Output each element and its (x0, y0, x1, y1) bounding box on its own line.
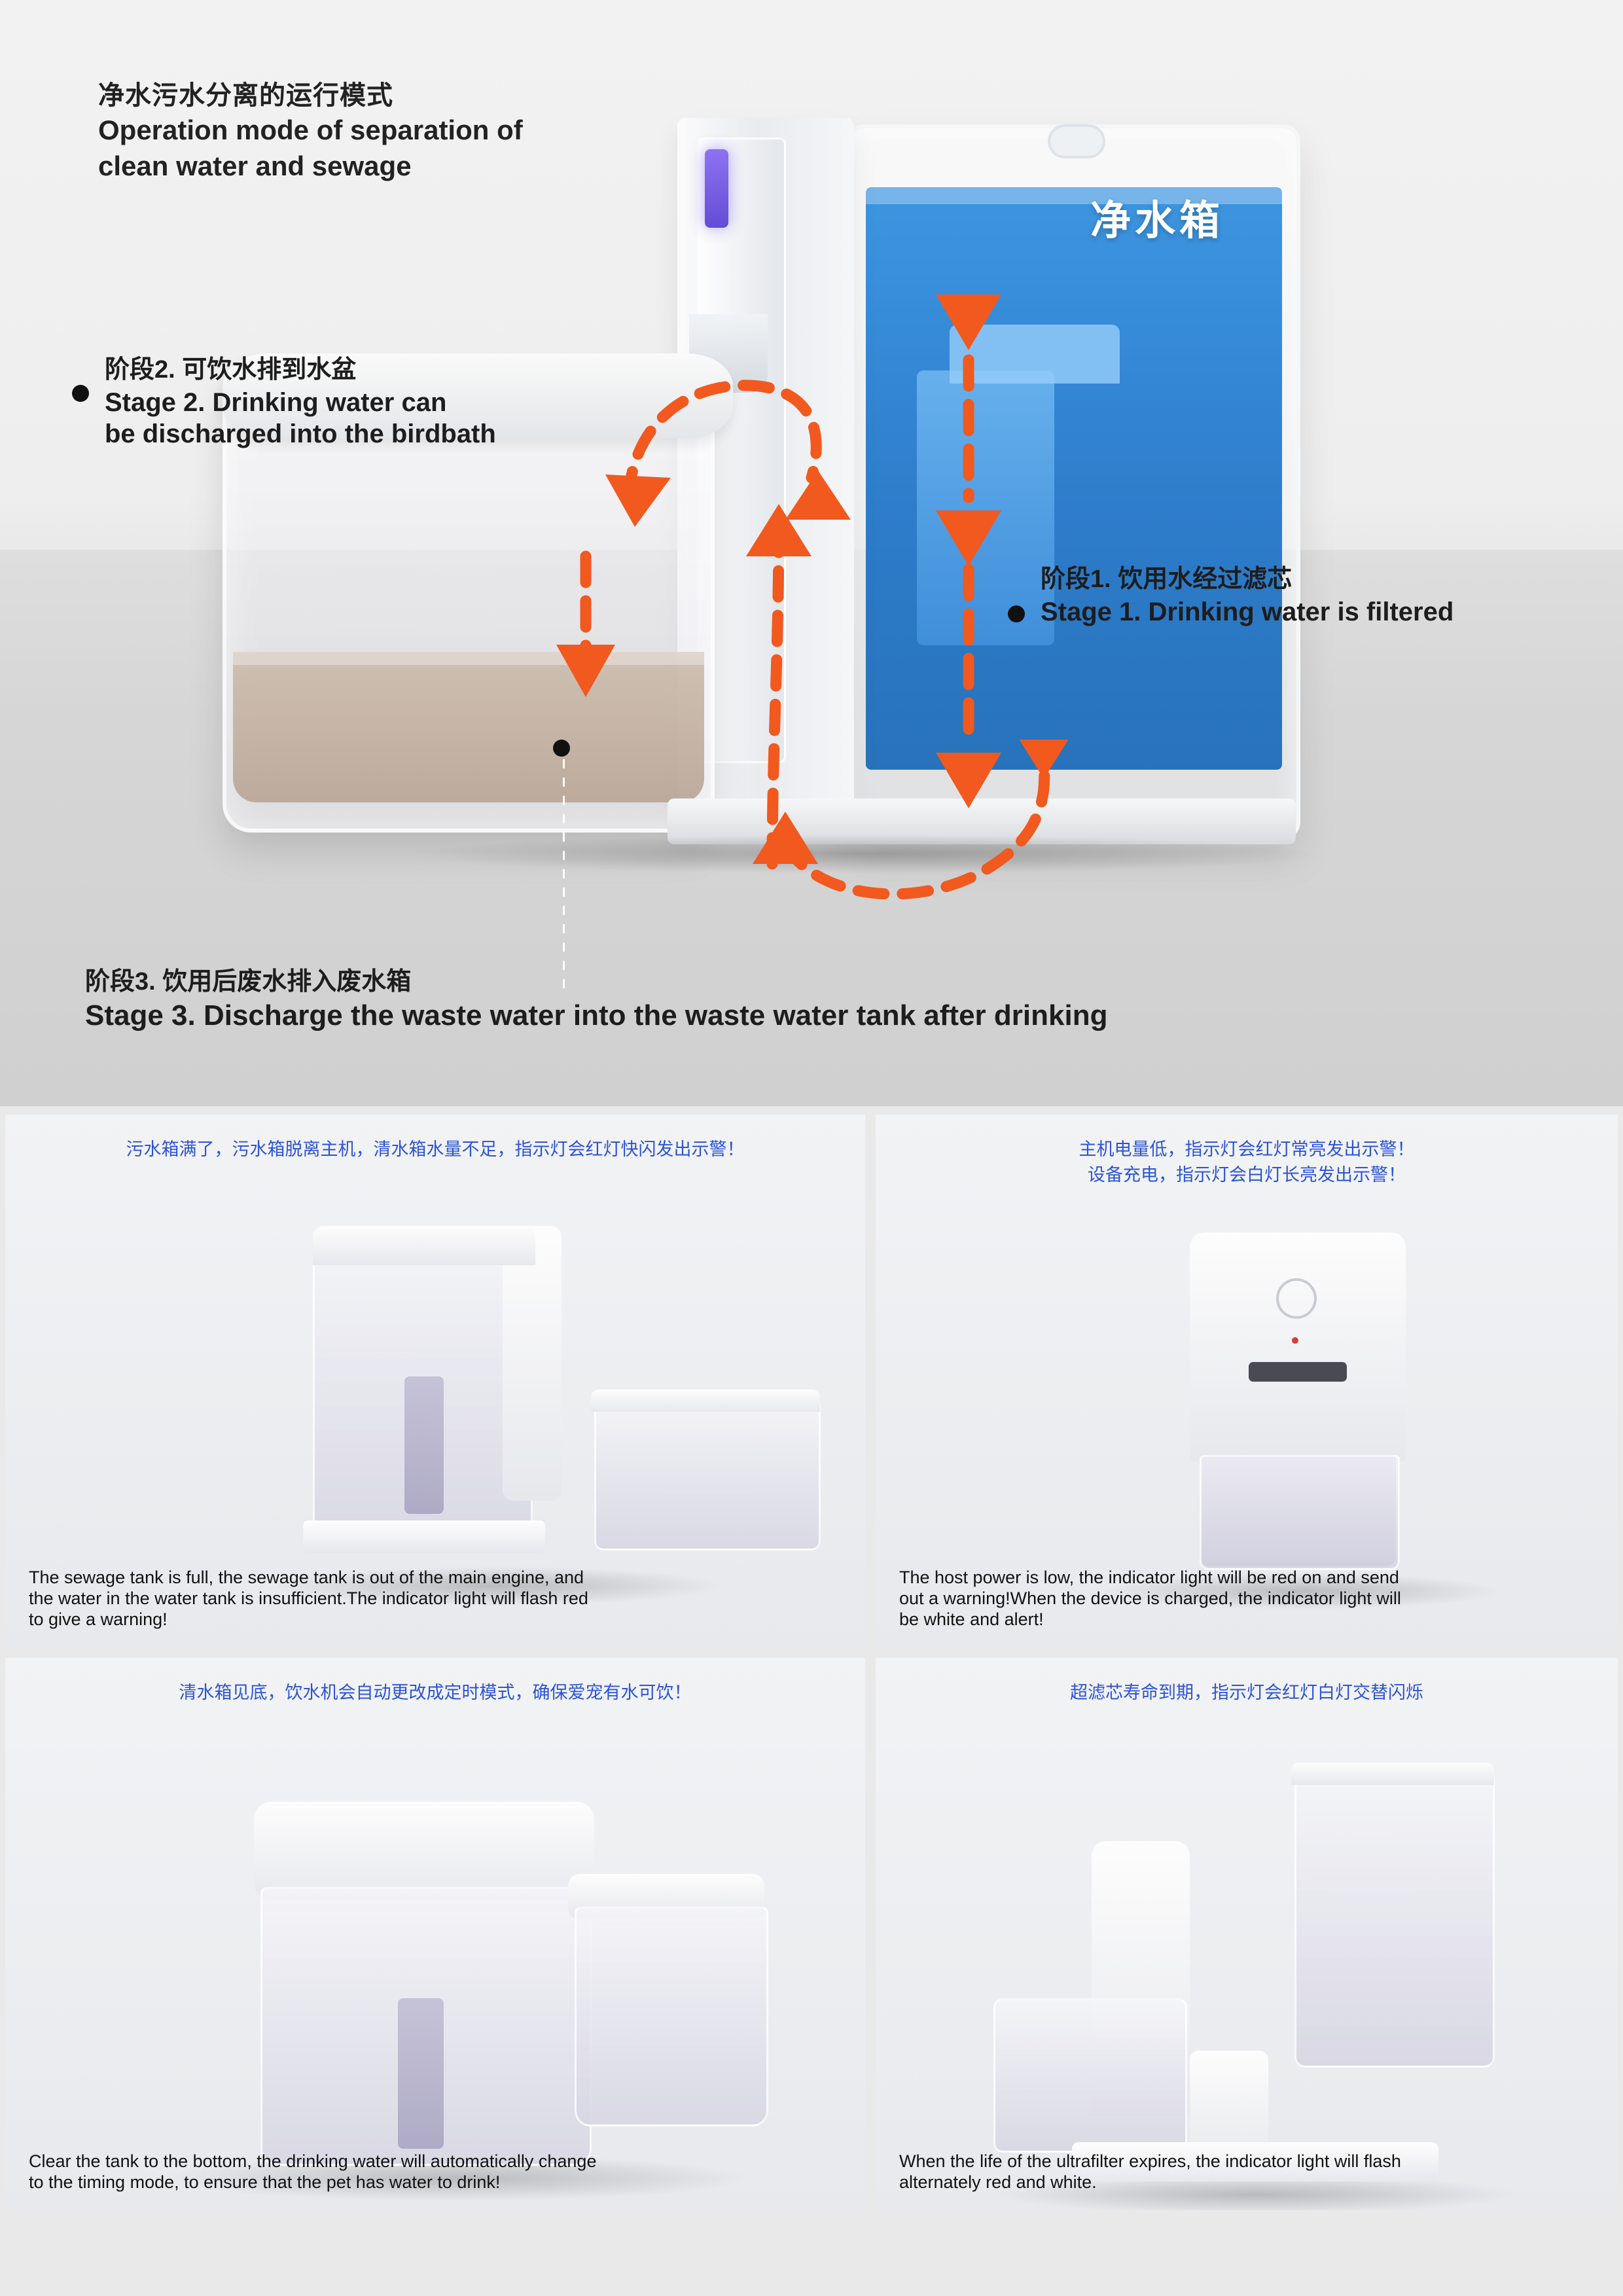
mini-pump (404, 1376, 444, 1514)
card-sewage-full-caption-en-line1: The sewage tank is full, the sewage tank… (29, 1568, 584, 1588)
clean-water-tank: 净水箱 (847, 124, 1300, 839)
callout-stage2-cn: 阶段2. 可饮水排到水盆 (105, 356, 357, 384)
power-indicator-led (1276, 1278, 1317, 1319)
bowl-rim (223, 353, 733, 439)
card-low-power-caption-cn: 主机电量低，指示灯会红灯常亮发出示警！ 设备充电，指示灯会白灯长亮发出示警！ (876, 1137, 1618, 1188)
card-low-power-caption-en-line1: The host power is low, the indicator lig… (899, 1568, 1399, 1588)
card-low-power-caption-en: The host power is low, the indicator lig… (876, 1568, 1618, 1630)
tank-label-cn: 净水箱 (1090, 198, 1224, 243)
card-tank-empty-timer-caption-en-line1: Clear the tank to the bottom, the drinki… (29, 2151, 597, 2172)
card-filter-expired-caption-en: When the life of the ultrafilter expires… (876, 2151, 1618, 2193)
callout-dot-stage2 (72, 385, 89, 402)
card-low-power-caption-en-line3: be white and alert! (899, 1609, 1044, 1630)
mini-bowl (575, 1907, 768, 2126)
card-tank-empty-timer-caption-en: Clear the tank to the bottom, the drinki… (5, 2151, 865, 2193)
mini-shadow (267, 1566, 725, 1605)
tank-inner-pipe-top (950, 325, 1120, 384)
flow-arrow-path-riser (746, 504, 812, 870)
product-illustration: 净水箱 (216, 118, 1342, 936)
callout-stage3-leader-line (563, 759, 565, 995)
waste-water-volume (233, 652, 704, 802)
hero-panel: 净水污水分离的运行模式 Operation mode of separation… (0, 0, 1623, 1106)
card-sewage-full-caption-en-line2: the water in the water tank is insuffici… (29, 1588, 588, 1609)
uv-lamp (705, 149, 728, 228)
card-sewage-full-caption-en: The sewage tank is full, the sewage tank… (5, 1568, 865, 1630)
page-title-en-line2: clean water and sewage (98, 150, 412, 181)
callout-stage1-en: Stage 1. Drinking water is filtered (1041, 598, 1454, 627)
card-filter-expired-caption-cn: 超滤芯寿命到期，指示灯会红灯白灯交替闪烁 (1070, 1683, 1423, 1702)
callout-stage1-cn: 阶段1. 饮用水经过滤芯 (1041, 565, 1293, 593)
mini-sewage-tank (594, 1396, 821, 1551)
card-tank-empty-timer-caption-en-line2: to the timing mode, to ensure that the p… (29, 2172, 501, 2193)
callout-stage3: 阶段3. 饮用后废水排入废水箱 Stage 3. Discharge the w… (85, 965, 1525, 1033)
mini-detached-tank (1294, 1769, 1495, 2068)
card-filter-expired: 超滤芯寿命到期，指示灯会红灯白灯交替闪烁 When the life of th… (876, 1658, 1618, 2210)
card-low-power-caption-cn-line2: 设备充电，指示灯会白灯长亮发出示警！ (1088, 1165, 1406, 1185)
card-low-power-caption-cn-line1: 主机电量低，指示灯会红灯常亮发出示警！ (1079, 1139, 1415, 1159)
mini-host-body (1190, 1232, 1406, 1462)
flow-arrow-path-bottom (753, 740, 1069, 900)
red-status-led (1292, 1337, 1298, 1344)
card-low-power: 主机电量低，指示灯会红灯常亮发出示警！ 设备充电，指示灯会白灯长亮发出示警！ T… (876, 1115, 1618, 1647)
mini-base-plate (1072, 2142, 1438, 2181)
page-title-cn: 净水污水分离的运行模式 (98, 81, 393, 110)
mini-slot (1249, 1362, 1347, 1382)
tank-cap (1048, 124, 1105, 158)
mini-pump (398, 1998, 444, 2149)
callout-stage2-en-line1: Stage 2. Drinking water can (105, 388, 447, 418)
card-filter-expired-caption-en-line2: alternately red and white. (899, 2172, 1097, 2193)
card-filter-expired-caption-en-line1: When the life of the ultrafilter expires… (899, 2151, 1401, 2172)
feature-card-grid: 污水箱满了，污水箱脱离主机，清水箱水量不足，指示灯会红灯快闪发出示警！ The … (0, 1109, 1623, 2296)
card-tank-empty-timer-image (5, 1658, 865, 2210)
card-sewage-full-caption-en-line3: to give a warning! (29, 1609, 168, 1630)
device-shadow (399, 834, 1329, 874)
mini-sewage-tank-rim (591, 1390, 820, 1412)
tank-inner-pipe (917, 370, 1054, 645)
mini-tank-glass (1200, 1455, 1400, 1570)
card-tank-empty-timer: 清水箱见底，饮水机会自动更改成定时模式，确保爱宠有水可饮！ Clear the … (5, 1658, 865, 2210)
mini-detached-tank-rim (1291, 1763, 1494, 1785)
flow-arrow-tank-down (936, 295, 1001, 808)
callout-stage2-en-line2: be discharged into the birdbath (105, 420, 496, 449)
page-title: 净水污水分离的运行模式 Operation mode of separation… (98, 79, 687, 184)
mini-main-unit-base (303, 1520, 545, 1553)
card-low-power-image (876, 1115, 1618, 1647)
callout-stage3-en: Stage 3. Discharge the waste water into … (85, 999, 1108, 1032)
mini-main-unit-side (503, 1226, 562, 1501)
card-filter-expired-image (876, 1658, 1618, 2210)
mini-main-unit-lid (313, 1226, 535, 1265)
birdbath-bowl (223, 367, 715, 833)
page-title-en-line1: Operation mode of separation of (98, 115, 523, 145)
card-sewage-full-caption-cn: 污水箱满了，污水箱脱离主机，清水箱水量不足，指示灯会红灯快闪发出示警！ (126, 1139, 745, 1159)
card-low-power-caption-en-line2: out a warning!When the device is charged… (899, 1588, 1401, 1609)
mini-shadow (1098, 1573, 1504, 1609)
mini-top-cover (254, 1802, 594, 1900)
callout-stage2: 阶段2. 可饮水排到水盆 Stage 2. Drinking water can… (105, 353, 628, 450)
callout-stage1: 阶段1. 饮用水经过滤芯 Stage 1. Drinking water is … (1041, 563, 1603, 628)
callout-dot-stage1 (1008, 605, 1025, 622)
card-tank-empty-timer-caption-cn: 清水箱见底，饮水机会自动更改成定时模式，确保爱宠有水可饮！ (179, 1683, 692, 1702)
flow-arrow-path-left (556, 380, 851, 697)
callout-dot-stage3 (553, 740, 570, 757)
card-sewage-full: 污水箱满了，污水箱脱离主机，清水箱水量不足，指示灯会红灯快闪发出示警！ The … (5, 1115, 865, 1647)
mini-front-tank (993, 1998, 1187, 2153)
card-sewage-full-image (5, 1115, 865, 1647)
callout-stage3-cn: 阶段3. 饮用后废水排入废水箱 (85, 968, 412, 996)
